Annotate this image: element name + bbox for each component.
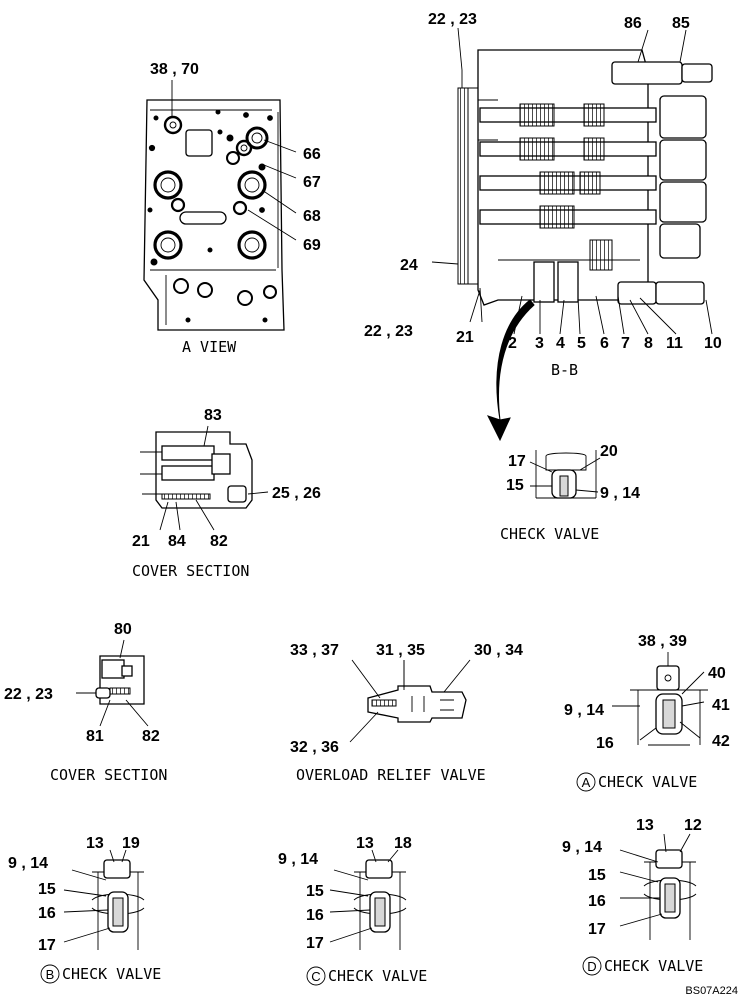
check-callout-1: 17 [508, 453, 526, 470]
cover2-callout-3: 81 [86, 728, 104, 745]
bb-callout-4: 24 [400, 257, 418, 274]
bb-callout-13: 8 [644, 335, 653, 352]
cover1-callout-3: 21 [132, 533, 150, 550]
c-check-callout-6: 17 [306, 935, 324, 952]
c-check-callout-4: 15 [306, 883, 324, 900]
d-check-callout-2: 12 [684, 817, 702, 834]
check-callout-3: 15 [506, 477, 524, 494]
bb-callout-8: 3 [535, 335, 544, 352]
bb-callout-3: 85 [672, 15, 690, 32]
overload-relief-caption: OVERLOAD RELIEF VALVE [296, 766, 486, 784]
b-check-callout-6: 17 [38, 937, 56, 954]
bb-callout-15: 10 [704, 335, 722, 352]
d-check-callout-5: 16 [588, 893, 606, 910]
b-check-letter-circle: B [40, 964, 60, 984]
a-check-callout-1: 38 , 39 [638, 633, 687, 650]
cover1-callout-5: 82 [210, 533, 228, 550]
bb-section-figure [431, 27, 713, 442]
relief-callout-3: 30 , 34 [474, 642, 523, 659]
check-valve-figure [529, 450, 601, 499]
d-check-callout-1: 13 [636, 817, 654, 834]
a-view-caption: A VIEW [182, 338, 237, 356]
a-check-letter-circle: A [576, 772, 596, 792]
bb-callout-7: 2 [508, 335, 517, 352]
d-check-letter: D [587, 959, 596, 974]
check-callout-2: 20 [600, 443, 618, 460]
c-check-callout-5: 16 [306, 907, 324, 924]
relief-callout-2: 31 , 35 [376, 642, 425, 659]
c-check-callout-1: 13 [356, 835, 374, 852]
a-check-callout-4: 41 [712, 697, 730, 714]
cover2-callout-4: 82 [142, 728, 160, 745]
cover1-callout-1: 83 [204, 407, 222, 424]
d-check-callout-3: 9 , 14 [562, 839, 602, 856]
bb-callout-1: 22 , 23 [428, 11, 477, 28]
relief-callout-4: 32 , 36 [290, 739, 339, 756]
c-check-letter-circle: C [306, 966, 326, 986]
d-check-letter-circle: D [582, 956, 602, 976]
bb-callout-9: 4 [556, 335, 565, 352]
a-check-callout-2: 40 [708, 665, 726, 682]
a-check-callout-6: 42 [712, 733, 730, 750]
c-check-valve-caption: CHECK VALVE [328, 967, 427, 985]
cover-section-2-figure [76, 639, 149, 727]
a-view-callout-4: 68 [303, 208, 321, 225]
b-check-valve-figure [63, 849, 145, 950]
cover2-callout-2: 22 , 23 [4, 686, 53, 703]
d-check-valve-caption: CHECK VALVE [604, 957, 703, 975]
cover-section-1-caption: COVER SECTION [132, 562, 249, 580]
a-view-callout-5: 69 [303, 237, 321, 254]
cover-section-2-caption: COVER SECTION [50, 766, 167, 784]
c-check-callout-2: 18 [394, 835, 412, 852]
b-check-callout-2: 19 [122, 835, 140, 852]
relief-callout-1: 33 , 37 [290, 642, 339, 659]
bb-callout-12: 7 [621, 335, 630, 352]
cover1-callout-2: 25 , 26 [272, 485, 321, 502]
a-view-callout-1: 38 , 70 [150, 61, 199, 78]
bb-callout-6: 21 [456, 329, 474, 346]
a-check-valve-figure [612, 652, 708, 746]
b-check-callout-3: 9 , 14 [8, 855, 48, 872]
check-valve-caption: CHECK VALVE [500, 525, 599, 543]
b-check-callout-1: 13 [86, 835, 104, 852]
cover-section-1-figure [140, 425, 269, 531]
bb-callout-14: 11 [666, 335, 683, 352]
bb-callout-10: 5 [577, 335, 586, 352]
d-check-valve-figure [619, 833, 697, 940]
c-check-letter: C [311, 969, 320, 984]
c-check-callout-3: 9 , 14 [278, 851, 318, 868]
d-check-callout-6: 17 [588, 921, 606, 938]
a-view-callout-2: 66 [303, 146, 321, 163]
a-view-figure [143, 80, 297, 331]
bb-callout-11: 6 [600, 335, 609, 352]
b-check-callout-4: 15 [38, 881, 56, 898]
bb-callout-2: 86 [624, 15, 642, 32]
a-check-callout-3: 9 , 14 [564, 702, 604, 719]
check-callout-4: 9 , 14 [600, 485, 640, 502]
drawing-code: BS07A224 [685, 985, 738, 997]
b-check-letter: B [46, 967, 55, 982]
b-check-callout-5: 16 [38, 905, 56, 922]
a-check-valve-caption: CHECK VALVE [598, 773, 697, 791]
cover1-callout-4: 84 [168, 533, 186, 550]
cover2-callout-1: 80 [114, 621, 132, 638]
b-check-valve-caption: CHECK VALVE [62, 965, 161, 983]
a-view-callout-3: 67 [303, 174, 321, 191]
a-check-callout-5: 16 [596, 735, 614, 752]
bb-callout-5: 22 , 23 [364, 323, 413, 340]
d-check-callout-4: 15 [588, 867, 606, 884]
a-check-letter: A [582, 775, 591, 790]
c-check-valve-figure [329, 849, 407, 950]
bb-caption: B-B [551, 361, 578, 379]
overload-relief-valve-figure [349, 659, 471, 743]
